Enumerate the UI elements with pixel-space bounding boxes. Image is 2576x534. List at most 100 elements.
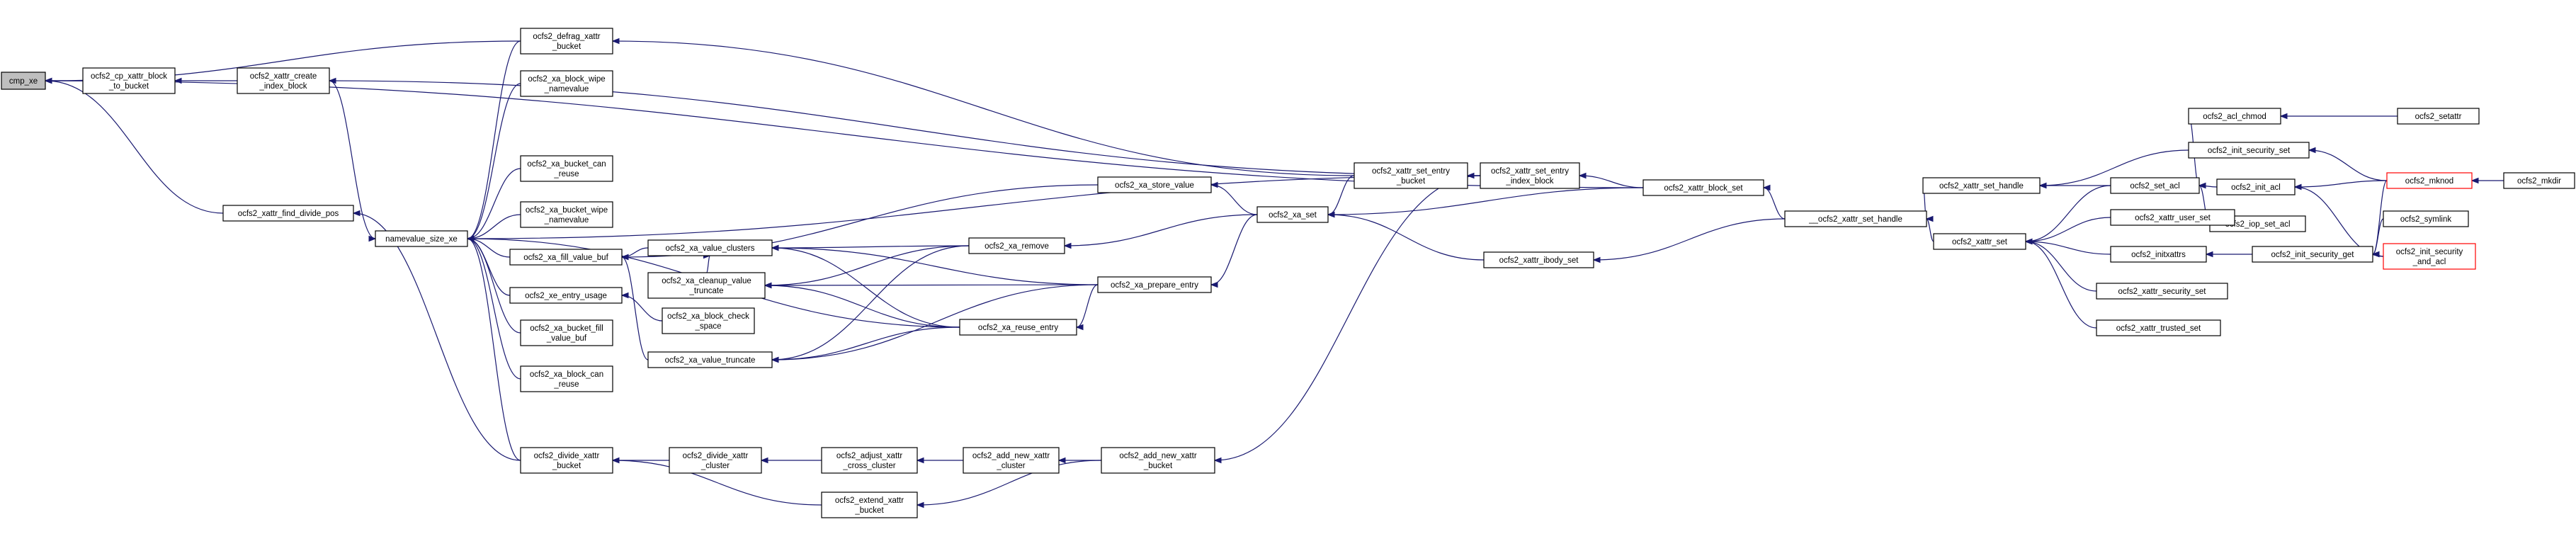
node-block-can-reuse[interactable]: ocfs2_xa_block_can_reuse <box>520 365 613 392</box>
node-set-entry-bucket[interactable]: ocfs2_xattr_set_entry_bucket <box>1354 162 1468 189</box>
node-label: _space <box>694 322 721 331</box>
node-box <box>2110 246 2207 263</box>
node-label: _cluster <box>700 462 730 470</box>
node-init-acl[interactable]: ocfs2_init_acl <box>2216 178 2296 195</box>
node-bucket-can-reuse[interactable]: ocfs2_xa_bucket_can_reuse <box>520 155 613 182</box>
edge-line <box>2025 241 2111 255</box>
node-bucket-wipe[interactable]: ocfs2_xa_bucket_wipe_namevalue <box>520 201 613 228</box>
node-namevalue-size-xe[interactable]: namevalue_size_xe <box>375 230 468 247</box>
node-label: ocfs2_xattr_block_set <box>1664 184 1743 193</box>
node-value-truncate[interactable]: ocfs2_xa_value_truncate <box>647 351 773 368</box>
node-box <box>237 67 330 94</box>
node-trusted-set[interactable]: ocfs2_xattr_trusted_set <box>2096 319 2221 336</box>
edge-line <box>2294 186 2384 257</box>
node-symlink[interactable]: ocfs2_symlink <box>2383 210 2469 227</box>
edge-line <box>612 40 1355 176</box>
node-divide-cluster[interactable]: ocfs2_divide_xattr_cluster <box>669 447 762 474</box>
node-init-security-and-acl[interactable]: ocfs2_init_security_and_acl <box>2383 243 2476 270</box>
node-cmp-xe[interactable]: cmp_xe <box>1 72 46 90</box>
node-label: ocfs2_set_acl <box>2130 182 2179 191</box>
node-label: _and_acl <box>2412 258 2446 266</box>
node-box <box>520 319 613 346</box>
edge-create-index-block-to-namevalue-size-xe <box>329 80 377 242</box>
node-add-new-bucket[interactable]: ocfs2_add_new_xattr_bucket <box>1101 447 1215 474</box>
node-label: ocfs2_xattr_set_handle <box>1939 182 2024 191</box>
node-box <box>520 70 613 97</box>
node-block-check-space[interactable]: ocfs2_xa_block_check_space <box>662 307 755 334</box>
arrowhead <box>368 235 377 242</box>
node-add-new-cluster[interactable]: ocfs2_add_new_xattr_cluster <box>963 447 1060 474</box>
edge-line <box>467 238 521 380</box>
node-box <box>2188 142 2310 159</box>
arrowhead <box>44 77 52 84</box>
arrowhead <box>764 282 772 289</box>
node-defrag-bucket[interactable]: ocfs2_defrag_xattr_bucket <box>520 28 613 55</box>
node-user-set[interactable]: ocfs2_xattr_user_set <box>2110 209 2235 226</box>
node-label: _cross_cluster <box>842 462 895 470</box>
node-entry-usage[interactable]: ocfs2_xe_entry_usage <box>509 287 623 304</box>
arrowhead <box>1075 324 1084 331</box>
node-box <box>2110 209 2235 226</box>
node-reuse-entry[interactable]: ocfs2_xa_reuse_entry <box>959 319 1077 336</box>
edge-set-acl-to-xattr-set <box>2024 185 2111 245</box>
node-label: _value_buf <box>546 334 587 343</box>
edge-block-check-space-to-entry-usage <box>620 292 663 322</box>
edge-line <box>1214 175 1481 461</box>
node-label: ocfs2_initxattrs <box>2131 251 2186 259</box>
node-label: _bucket <box>854 506 884 515</box>
node-prepare-entry[interactable]: ocfs2_xa_prepare_entry <box>1097 276 1212 293</box>
edge-line <box>2372 218 2384 255</box>
node-box <box>2252 246 2373 263</box>
node-divide-bucket[interactable]: ocfs2_divide_xattr_bucket <box>520 447 613 474</box>
node-init-security-set[interactable]: ocfs2_init_security_set <box>2188 142 2310 159</box>
arrowhead <box>916 501 924 509</box>
node-label: _truncate <box>689 287 724 295</box>
node-acl-chmod[interactable]: ocfs2_acl_chmod <box>2188 108 2281 125</box>
edge-set-entry-index-block-to-namevalue-size-xe <box>466 175 1481 242</box>
node-label: ocfs2_divide_xattr <box>534 452 600 460</box>
node---set-handle[interactable]: __ocfs2_xattr_set_handle <box>1784 210 1927 227</box>
edges-layer <box>44 38 2504 509</box>
node-block-set[interactable]: ocfs2_xattr_block_set <box>1642 179 1764 196</box>
node-initxattrs[interactable]: ocfs2_initxattrs <box>2110 246 2207 263</box>
arrowhead <box>2279 113 2288 120</box>
edge-line <box>621 295 663 322</box>
node-box <box>968 237 1065 254</box>
node-create-index-block[interactable]: ocfs2_xattr_create_index_block <box>237 67 330 94</box>
node-extend-bucket[interactable]: ocfs2_extend_xattr_bucket <box>821 492 918 518</box>
node-value-clusters[interactable]: ocfs2_xa_value_clusters <box>647 239 773 256</box>
arrowhead <box>1925 215 1934 222</box>
node-adjust-cross-cluster[interactable]: ocfs2_adjust_xattr_cross_cluster <box>821 447 918 474</box>
arrowhead <box>1578 172 1587 179</box>
node-store-value[interactable]: ocfs2_xa_store_value <box>1097 176 1212 193</box>
node-label: _namevalue <box>544 85 589 93</box>
edge-line <box>353 212 521 461</box>
node-mkdir[interactable]: ocfs2_mkdir <box>2503 172 2575 189</box>
node-ibody-set[interactable]: ocfs2_xattr_ibody_set <box>1483 251 1594 268</box>
node-set-handle[interactable]: ocfs2_xattr_set_handle <box>1922 177 2041 194</box>
node-set-acl[interactable]: ocfs2_set_acl <box>2110 177 2200 194</box>
node-cleanup-value-truncate[interactable]: ocfs2_xa_cleanup_value_truncate <box>647 272 766 299</box>
node-cp-xattr-block[interactable]: ocfs2_cp_xattr_block_to_bucket <box>82 67 176 94</box>
node-set-entry-index-block[interactable]: ocfs2_xattr_set_entry_index_block <box>1480 162 1580 189</box>
node-box <box>1097 276 1212 293</box>
edge-symlink-to-init-security-get <box>2371 218 2384 258</box>
node-fill-value-buf[interactable]: ocfs2_xa_fill_value_buf <box>509 249 623 266</box>
edge-line <box>1763 187 1786 220</box>
node-init-security-get[interactable]: ocfs2_init_security_get <box>2252 246 2373 263</box>
edge-ibody-set-to-xa-set <box>1327 211 1485 261</box>
node-find-divide-pos[interactable]: ocfs2_xattr_find_divide_pos <box>222 205 354 222</box>
edge-line <box>1327 214 1485 261</box>
node-xa-set[interactable]: ocfs2_xa_set <box>1256 206 1329 223</box>
node-setattr[interactable]: ocfs2_setattr <box>2397 108 2480 125</box>
edge-xa-remove-to-value-truncate <box>771 245 970 363</box>
node-security-set[interactable]: ocfs2_xattr_security_set <box>2096 283 2228 300</box>
node-label: _reuse <box>553 170 579 178</box>
edge-divide-bucket-to-namevalue-size-xe <box>466 235 521 461</box>
node-block-wipe[interactable]: ocfs2_xa_block_wipe_namevalue <box>520 70 613 97</box>
node-xattr-set[interactable]: ocfs2_xattr_set <box>1933 233 2026 250</box>
node-label: ocfs2_cp_xattr_block <box>91 72 167 81</box>
node-mknod[interactable]: ocfs2_mknod <box>2386 172 2473 189</box>
node-xa-remove[interactable]: ocfs2_xa_remove <box>968 237 1065 254</box>
node-bucket-fill-value-buf[interactable]: ocfs2_xa_bucket_fill_value_buf <box>520 319 613 346</box>
